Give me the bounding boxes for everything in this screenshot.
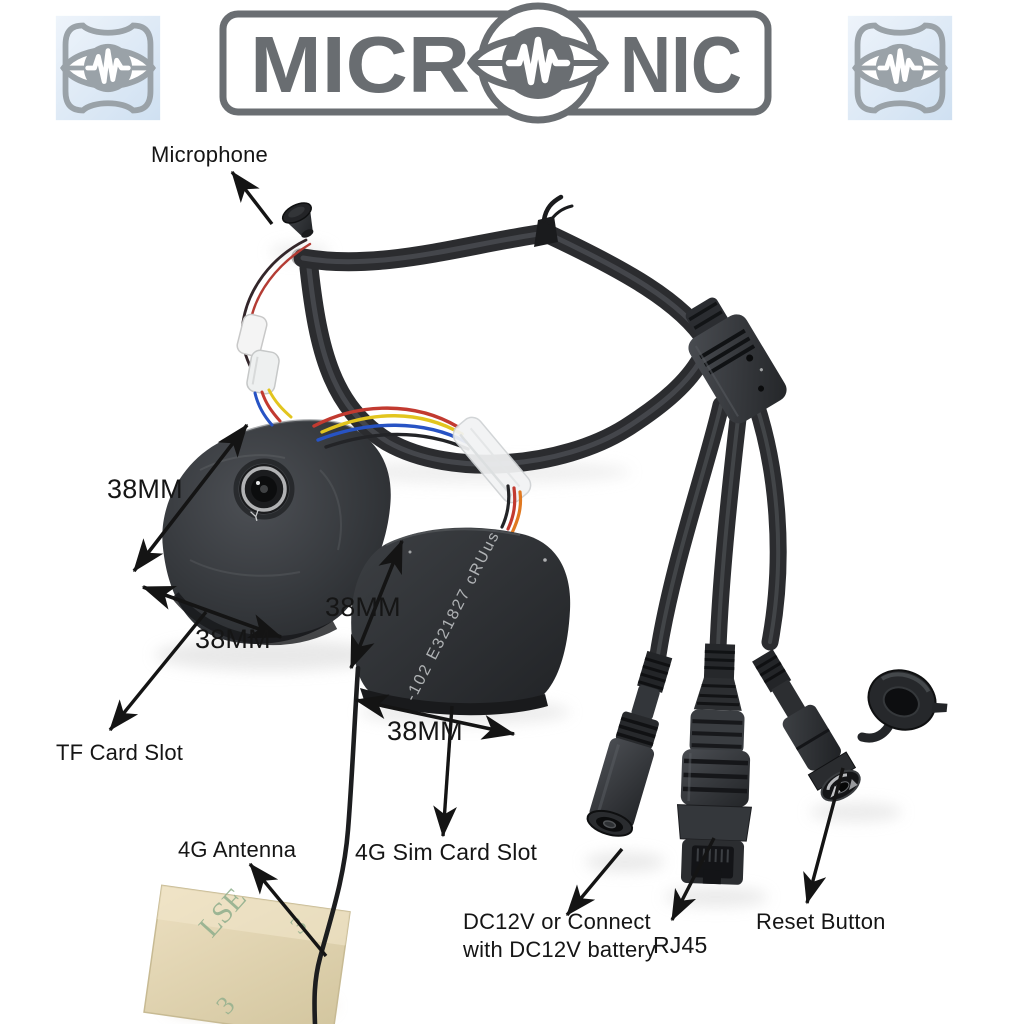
- arrow-tf-card-slot: [108, 610, 208, 732]
- arrow-dc12v: [565, 847, 624, 917]
- dimension-camera-width: [141, 585, 283, 639]
- wires-to-camera: [253, 388, 293, 427]
- callout-arrows: [108, 170, 845, 958]
- label-dimension-camera-height: 38MM: [107, 474, 183, 504]
- microphone-part: [281, 202, 314, 238]
- label-4g-sim-card-slot: 4G Sim Card Slot: [355, 839, 538, 865]
- camera-lens: [233, 458, 295, 520]
- reset-cap: [857, 669, 948, 743]
- label-dc12v-line2: with DC12V battery: [463, 937, 657, 962]
- arrow-rj45: [670, 837, 716, 922]
- brand-badge-right: [844, 12, 956, 129]
- label-4g-antenna: 4G Antenna: [178, 837, 297, 862]
- label-reset-button: Reset Button: [756, 909, 886, 934]
- breakout-cables: [649, 395, 787, 664]
- label-dc12v: DC12V or Connect with DC12V battery: [463, 908, 656, 964]
- antenna-wire: [312, 665, 361, 1024]
- logo-text-suffix: NIC: [620, 20, 742, 109]
- label-dimension-sim-width: 38MM: [387, 716, 463, 746]
- label-tf-card-slot: TF Card Slot: [56, 740, 184, 765]
- arrow-reset-button: [803, 767, 845, 905]
- brand-badge-left: [52, 12, 164, 129]
- logo-text-prefix: MICR: [250, 20, 470, 109]
- eye-pulse-icon: [466, 27, 610, 99]
- cable-tie-knot: [534, 194, 574, 247]
- dimension-lines: [132, 423, 516, 740]
- label-dimension-sim-height: 38MM: [325, 592, 401, 622]
- dimension-sim-width: [354, 694, 516, 740]
- dc12v-connector: [586, 650, 673, 837]
- wire-sleeves-left: [236, 313, 280, 395]
- arrow-4g-antenna: [248, 862, 328, 958]
- label-dc12v-line1: DC12V or Connect: [463, 909, 651, 934]
- cable-splitter: [685, 297, 787, 424]
- dimension-camera-height: [132, 423, 249, 573]
- arrow-microphone: [230, 170, 274, 226]
- dimension-sim-height: [349, 539, 404, 670]
- eye-pulse-icon: [55, 15, 161, 121]
- label-rj45: RJ45: [653, 932, 708, 958]
- brand-logo: MICR NIC: [203, 0, 803, 131]
- wire-sleeve-right: [452, 416, 532, 504]
- sim-module: -102 E321827 cRUus: [351, 527, 571, 716]
- camera-module-mark: Y: [249, 507, 263, 526]
- interconnect-wires: [312, 406, 470, 451]
- wires-to-sim: [500, 484, 523, 535]
- label-dimension-camera-width: 38MM: [195, 624, 271, 654]
- arrow-4g-sim-card-slot: [433, 705, 457, 838]
- reset-button-connector: [752, 649, 861, 802]
- eye-pulse-icon: [847, 15, 953, 121]
- label-microphone: Microphone: [151, 142, 268, 167]
- rj45-connector: [676, 643, 753, 885]
